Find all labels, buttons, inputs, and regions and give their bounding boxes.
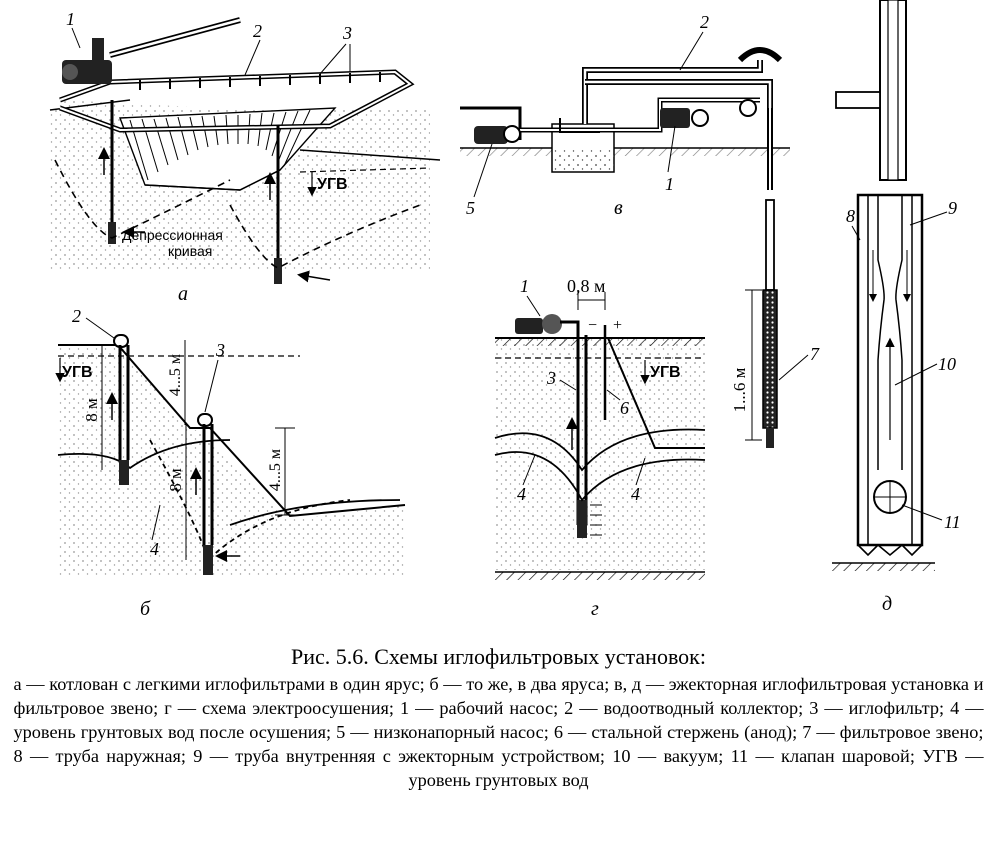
label-g-3: 3 bbox=[546, 368, 556, 388]
label-filter-length: 1...6 м bbox=[730, 367, 749, 412]
panel-b: 8 м 8 м 4...5 м 4...5 м 2 3 УГВ 4 б bbox=[55, 306, 406, 620]
label-b-8m-top: 8 м bbox=[82, 398, 101, 422]
panel-filter-element: 1...6 м 7 bbox=[730, 199, 820, 448]
label-a-depression-1: Депрессионная bbox=[122, 227, 223, 243]
label-b-8m-bottom: 8 м bbox=[166, 468, 185, 492]
panel-d: 8 9 10 11 д bbox=[832, 0, 961, 615]
label-a-2: 2 bbox=[253, 21, 262, 41]
caption-panel-d: д bbox=[882, 593, 892, 615]
panel-a: 1 2 3 УГВ Депрессионная кривая а bbox=[49, 9, 441, 305]
label-b-4: 4 bbox=[150, 539, 159, 559]
label-d-11: 11 bbox=[944, 512, 961, 532]
caption-panel-a: а bbox=[178, 283, 188, 305]
label-d-10: 10 bbox=[938, 354, 956, 374]
label-filter-7: 7 bbox=[810, 344, 820, 364]
label-b-45-bottom: 4...5 м bbox=[267, 449, 284, 491]
label-g-plus: + bbox=[613, 317, 622, 334]
label-g-6: 6 bbox=[620, 398, 629, 418]
label-d-9: 9 bbox=[948, 198, 957, 218]
label-v-1: 1 bbox=[665, 174, 674, 194]
label-g-ugv: УГВ bbox=[650, 364, 681, 381]
panel-v: 2 5 1 в bbox=[460, 12, 790, 219]
label-g-minus: − bbox=[588, 317, 597, 334]
caption-body: а — котлован с легкими иглофильтрами в о… bbox=[13, 674, 984, 790]
panel-g: 0,8 м − + 1 3 6 УГВ 4 4 г bbox=[494, 276, 706, 620]
label-b-2: 2 bbox=[72, 306, 81, 326]
caption-panel-v: в bbox=[614, 197, 623, 219]
label-b-3: 3 bbox=[215, 340, 225, 360]
label-d-8: 8 bbox=[846, 206, 855, 226]
label-a-depression-2: кривая bbox=[168, 243, 212, 259]
label-g-width: 0,8 м bbox=[567, 276, 605, 296]
caption-panel-g: г bbox=[591, 598, 599, 620]
caption-panel-b: б bbox=[140, 598, 151, 620]
label-b-45-top: 4...5 м bbox=[167, 354, 184, 396]
figure-drawing: 1 2 3 УГВ Депрессионная кривая а bbox=[49, 0, 961, 620]
label-v-2: 2 bbox=[700, 12, 709, 32]
label-a-ugv: УГВ bbox=[317, 176, 348, 193]
figure-caption: Рис. 5.6. Схемы иглофильтровых установок… bbox=[0, 640, 997, 792]
label-a-1: 1 bbox=[66, 9, 75, 29]
label-v-5: 5 bbox=[466, 198, 475, 218]
caption-title: Рис. 5.6. Схемы иглофильтровых установок… bbox=[290, 644, 706, 669]
label-b-ugv: УГВ bbox=[62, 364, 93, 381]
label-g-1: 1 bbox=[520, 276, 529, 296]
label-g-4-right: 4 bbox=[631, 484, 640, 504]
label-a-3: 3 bbox=[342, 23, 352, 43]
label-g-4-left: 4 bbox=[517, 484, 526, 504]
